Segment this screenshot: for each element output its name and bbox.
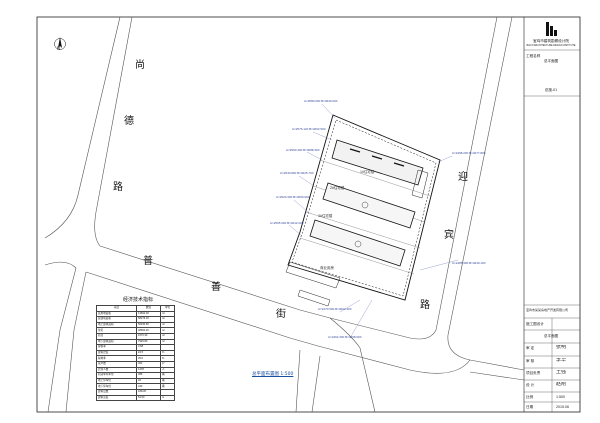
tb-row-value: 王强 <box>556 370 567 374</box>
road-name-pushan-3: 街 <box>276 309 286 320</box>
company-subtitle: BAOJI ARCHITECTURE DESIGN INSTITUTE <box>526 44 576 47</box>
callout-6: A=2505.600 B=4612.200 <box>270 221 304 225</box>
econ-cell: m² <box>160 333 175 340</box>
econ-cell <box>160 344 175 351</box>
project-value: 总平面图 <box>543 59 559 63</box>
building-label-2: 2#住宅楼 <box>330 186 345 190</box>
building-label-1: 1#住宅楼 <box>360 170 375 174</box>
project-label: 工程名称 <box>526 54 541 58</box>
company-name: 宝鸡市建筑勘察设计院 <box>533 39 569 43</box>
building-2 <box>322 182 416 229</box>
north-arrow-icon <box>54 37 66 50</box>
owner-line: 宝鸡市某某房地产开发有限公司 <box>526 308 569 312</box>
econ-cell: m² <box>160 327 175 334</box>
title-block-grid <box>524 49 580 412</box>
econ-cell: m² <box>160 316 175 323</box>
sheet-code: 总施-01 <box>544 88 558 92</box>
road-name-shangde-2: 德 <box>124 116 134 127</box>
tb-scale-value: 1:500 <box>556 395 565 399</box>
road-name-yingbin-2: 宾 <box>444 230 454 241</box>
callout-4: A=2540.800 B=4625.700 <box>280 171 314 175</box>
callout-9: A=2470.500 B=4603.400 <box>318 307 352 311</box>
pushan-street <box>85 245 471 413</box>
econ-cell: 辆 <box>160 383 175 390</box>
econ-cell: % <box>160 349 175 357</box>
tb-date-label: 日期 <box>526 405 534 409</box>
road-name-yingbin-3: 路 <box>420 300 430 311</box>
yingbin-road <box>435 16 525 381</box>
tb-date-value: 2015.06 <box>556 405 569 409</box>
econ-table-title: 经济技术指标 <box>123 297 154 303</box>
callout-leaders <box>288 103 459 339</box>
tb-row-value: 赵刚 <box>556 382 567 386</box>
road-name-pushan-1: 普 <box>143 256 153 267</box>
tb-row-label: 审 核 <box>526 359 535 363</box>
tb-row-label: 项目负责 <box>526 371 541 375</box>
econ-table-header: 项目 数值 单位 <box>96 305 175 312</box>
plan-title: 总平面布置图 1:500 <box>252 372 294 377</box>
callout-7: A=2498.200 B=4677.800 <box>452 151 486 155</box>
building-3 <box>309 219 406 267</box>
callout-5: A=2520.300 B=4650.900 <box>276 195 310 199</box>
road-name-yingbin-1: 迎 <box>458 172 468 183</box>
company-logo <box>546 22 557 36</box>
econ-cell: 辆 <box>160 377 175 385</box>
commercial-blocks <box>285 169 429 307</box>
econ-cell: 建筑高度 <box>96 394 137 402</box>
north-label: N <box>57 46 60 51</box>
callout-2: A=2576.120 B=4662.500 <box>292 127 326 131</box>
econ-cell: 人 <box>160 366 175 374</box>
road-name-shangde-3: 路 <box>113 182 123 193</box>
tb-scale-label: 比例 <box>526 395 534 399</box>
road-name-shangde-1: 尚 <box>135 60 145 71</box>
building-1 <box>331 139 424 186</box>
road-name-pushan-2: 善 <box>211 282 221 293</box>
callout-10: A=2462.300 B=4668.600 <box>328 335 362 339</box>
econ-cell: m <box>160 394 175 402</box>
econ-cell: 54.00 <box>136 394 161 402</box>
building-label-shops: 商业用房 <box>320 266 334 270</box>
econ-cell: m² <box>160 310 175 318</box>
outer-frame <box>36 16 581 413</box>
econ-cell: 辆 <box>160 372 175 379</box>
stage-label: 施工图设计 <box>526 322 544 326</box>
site-boundary <box>287 114 441 301</box>
tb-row-value: 张明 <box>556 345 567 349</box>
callout-3: A=2560.400 B=4688.300 <box>286 148 320 152</box>
callout-1: A=2580.000 B=4630.000 <box>304 99 338 103</box>
drawing-title: 总平面图 <box>543 334 559 338</box>
econ-cell: % <box>160 355 175 362</box>
shangde-road <box>44 16 133 413</box>
econ-cell: m² <box>160 338 175 346</box>
econ-cell <box>160 388 175 396</box>
tb-row-label: 审 定 <box>526 346 535 350</box>
econ-header-unit: 单位 <box>160 305 175 312</box>
econ-cell: 户 <box>160 360 175 368</box>
building-label-3: 3#住宅楼 <box>318 214 333 218</box>
tb-row-value: 李华 <box>556 358 567 362</box>
econ-cell: m² <box>160 321 175 329</box>
tb-row-label: 设 计 <box>526 383 535 387</box>
callout-8: A=2485.900 B=4640.100 <box>452 261 486 265</box>
